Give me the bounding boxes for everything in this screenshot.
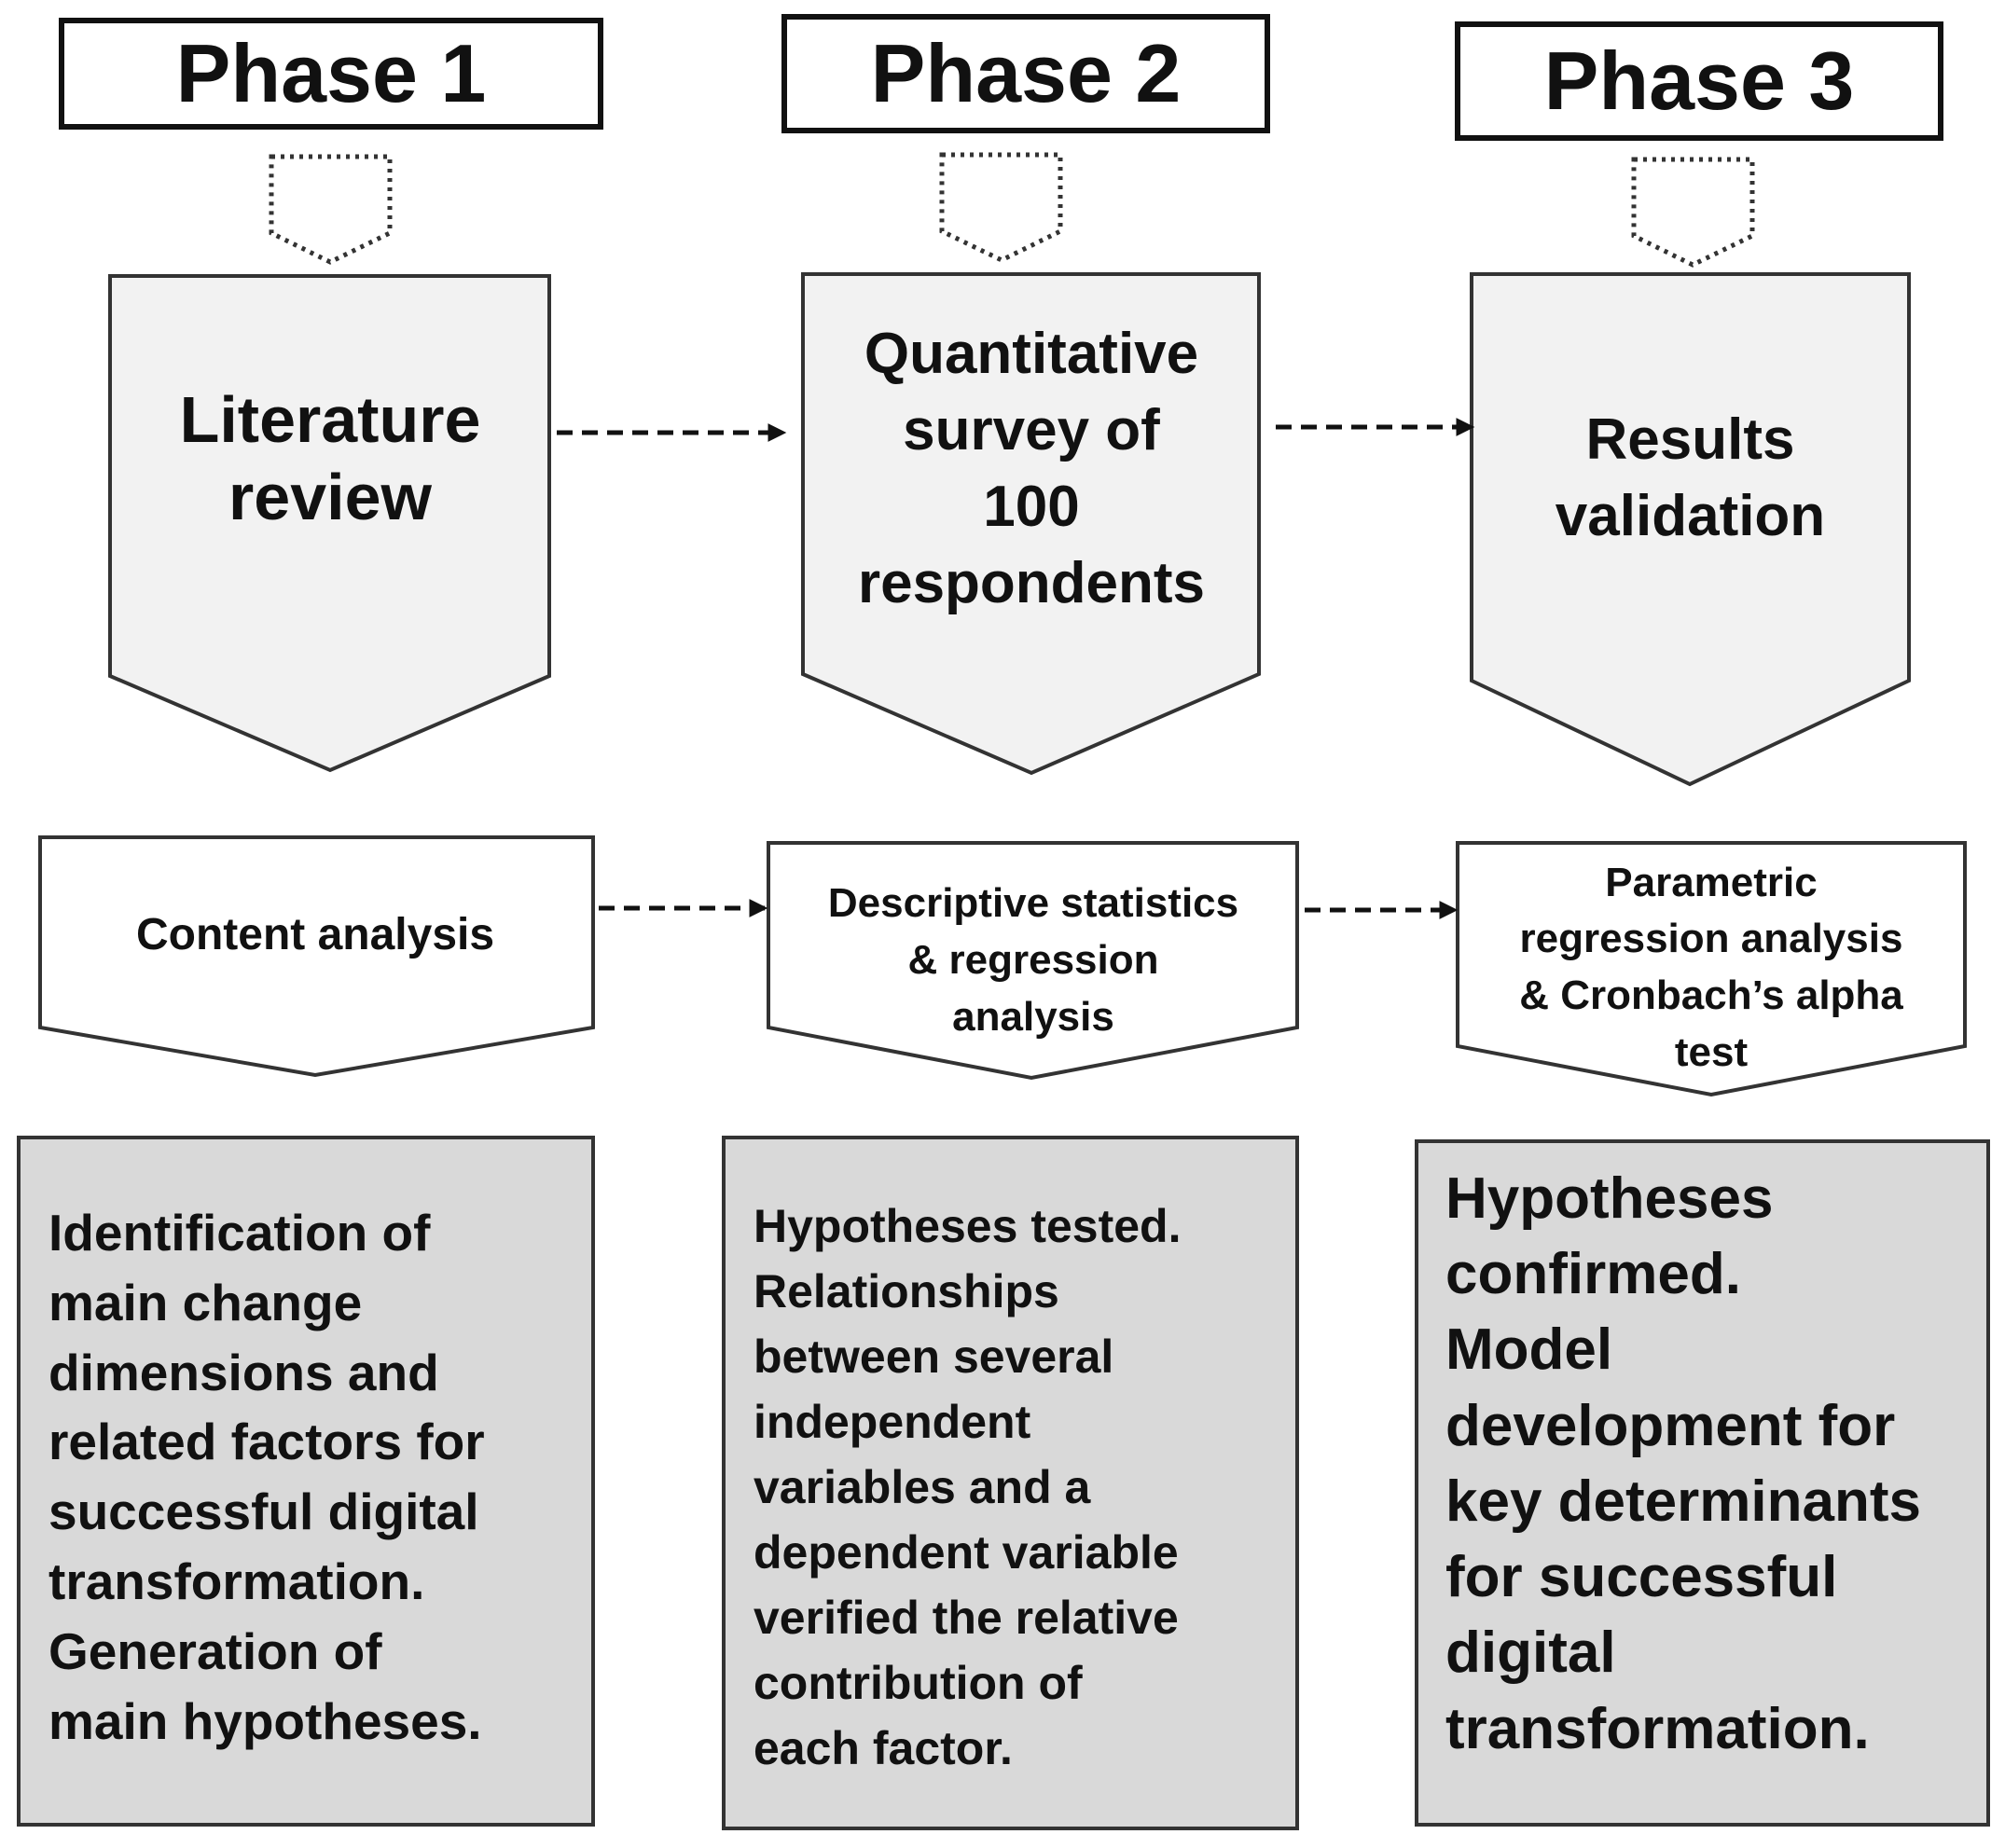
phase-3-dotted-connector xyxy=(1631,157,1755,268)
phase-3-method-shape xyxy=(1456,841,1967,1097)
phase-1-method-shape xyxy=(38,835,595,1078)
phase-1-activity-label: Literature review xyxy=(179,383,481,533)
phase-3-activity-label: Results validation xyxy=(1555,407,1826,548)
phase-2-activity-label: Quantitative survey of 100 respondents xyxy=(857,322,1206,615)
phase-3-title: Phase 3 xyxy=(1543,34,1855,127)
phase-2-dotted-connector xyxy=(939,152,1063,263)
phase-2-outcome-box xyxy=(722,1136,1299,1830)
phase-3-method-label: Parametric regression analysis & Cronbac… xyxy=(1519,859,1903,1075)
phase-2-header xyxy=(781,14,1270,133)
phase-1-activity-shape xyxy=(108,274,551,773)
phase-1-dotted-connector xyxy=(269,154,393,265)
phase-2-title: Phase 2 xyxy=(870,27,1182,119)
phase-3-outcome-text: Hypotheses confirmed. Model development … xyxy=(1445,1166,1921,1761)
phase-3-activity-shape xyxy=(1470,272,1911,787)
phase-1-method-label: Content analysis xyxy=(135,910,495,959)
phase-2-activity-shape xyxy=(801,272,1261,776)
phase-1-title: Phase 1 xyxy=(175,27,487,119)
phase-2-outcome-text: Hypotheses tested. Relationships between… xyxy=(754,1200,1182,1774)
phase-2-method-shape xyxy=(767,841,1299,1081)
phase-3-header xyxy=(1455,21,1943,141)
phase-3-outcome-box xyxy=(1415,1139,1990,1827)
phase-1-outcome-box xyxy=(17,1136,595,1827)
phase-1-outcome-text: Identification of main change dimensions… xyxy=(48,1204,485,1750)
phase-2-method-label: Descriptive statistics & regression anal… xyxy=(827,880,1239,1040)
phase-1-header xyxy=(59,18,603,130)
